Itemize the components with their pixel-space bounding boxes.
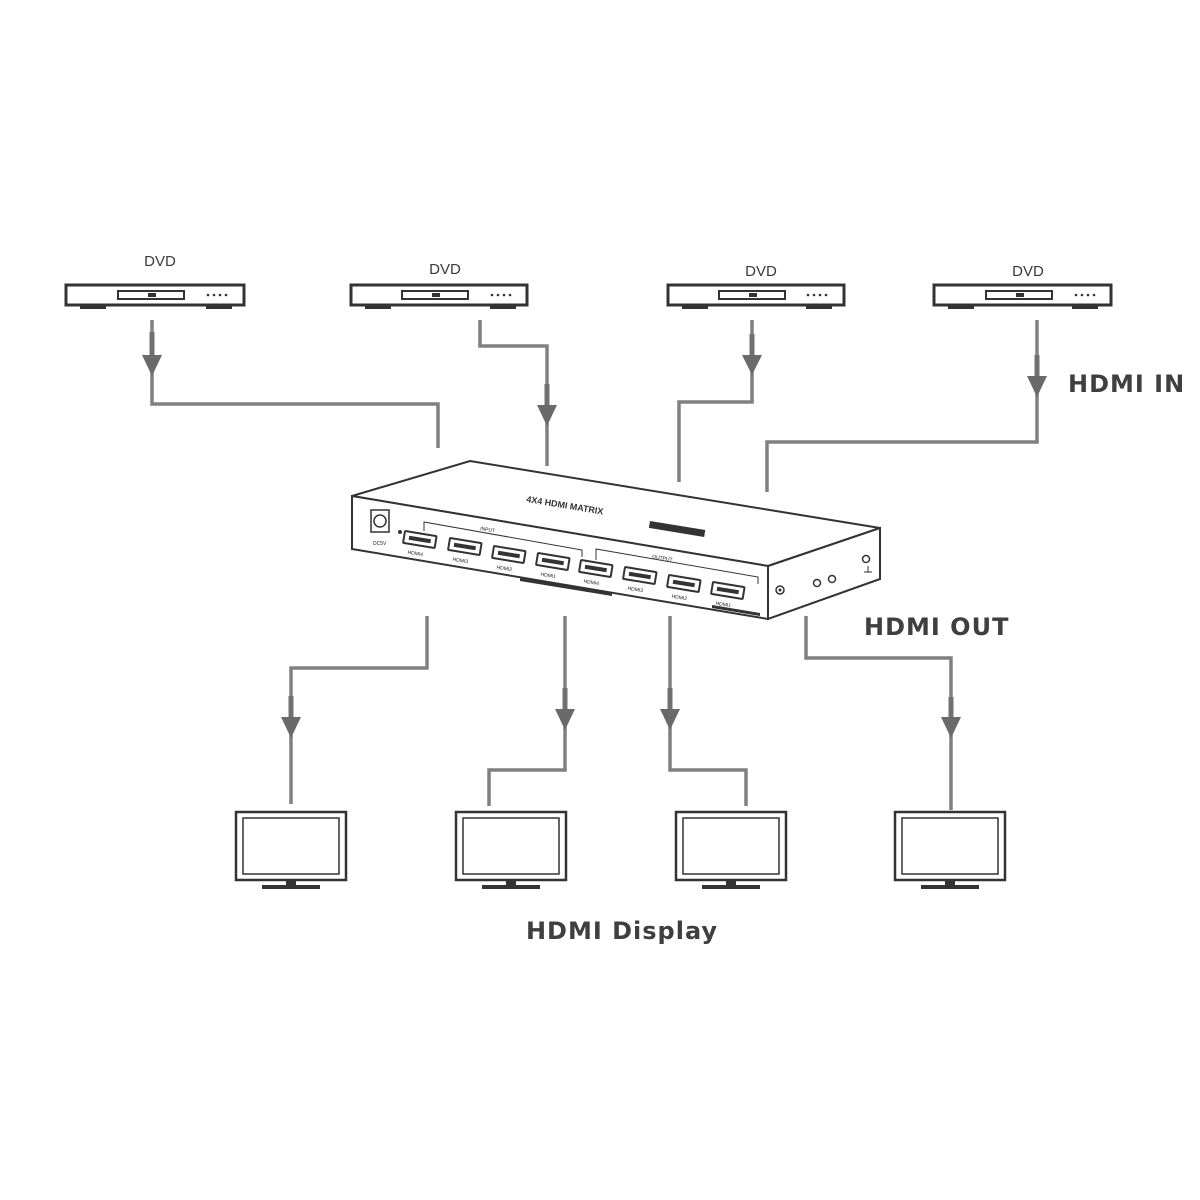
output-port-hdmi3: HDMI3 <box>622 566 658 594</box>
input-cable-4 <box>765 320 1039 492</box>
dvd-label-3: DVD <box>745 263 777 280</box>
dvd-player-3: DVD <box>666 263 846 309</box>
output-cable-3 <box>668 616 748 806</box>
hdmi-display-1 <box>234 810 348 889</box>
hdmi-matrix-device: 4X4 HDMI MATRIX DC5V INPUT OUTPUT HDMI4 … <box>351 459 881 621</box>
hdmi-in-label: HDMI IN <box>1068 370 1185 398</box>
hdmi-display-label: HDMI Display <box>526 917 718 945</box>
input-arrow-2 <box>537 384 557 426</box>
output-arrow-3 <box>660 688 680 730</box>
input-port-hdmi4: HDMI4 <box>402 530 438 558</box>
output-cable-1 <box>289 616 429 804</box>
input-arrow-4 <box>1027 355 1047 397</box>
dvd-player-2: DVD <box>349 261 529 309</box>
input-cable-1 <box>150 320 440 448</box>
dvd-label-1: DVD <box>144 253 176 270</box>
input-arrow-1 <box>142 332 162 376</box>
svg-text:HDMI4: HDMI4 <box>407 550 424 558</box>
svg-text:HDMI2: HDMI2 <box>496 565 513 573</box>
dvd-label-2: DVD <box>429 261 461 278</box>
hdmi-display-3 <box>674 810 788 889</box>
input-cable-3 <box>677 320 754 482</box>
output-arrow-4 <box>941 697 961 738</box>
dvd-player-4: DVD <box>932 263 1113 309</box>
output-cable-2 <box>487 616 567 806</box>
svg-text:HDMI3: HDMI3 <box>452 557 469 565</box>
svg-text:HDMI1: HDMI1 <box>715 601 732 609</box>
input-cable-2 <box>478 320 549 466</box>
output-port-hdmi1: HDMI1 <box>710 581 746 609</box>
input-arrow-3 <box>742 334 762 375</box>
svg-text:HDMI4: HDMI4 <box>583 579 600 587</box>
output-port-hdmi4: HDMI4 <box>578 559 614 587</box>
power-label: DC5V <box>373 541 387 547</box>
output-group-label: OUTPUT <box>652 554 673 563</box>
output-arrow-1 <box>281 696 301 738</box>
svg-text:HDMI1: HDMI1 <box>540 572 557 580</box>
input-group-label: INPUT <box>480 526 496 534</box>
hdmi-display-2 <box>454 810 568 889</box>
hdmi-out-label: HDMI OUT <box>864 613 1009 641</box>
svg-text:HDMI3: HDMI3 <box>627 586 644 594</box>
svg-text:HDMI2: HDMI2 <box>671 594 688 602</box>
dvd-label-4: DVD <box>1012 263 1044 280</box>
output-cable-4 <box>804 616 953 810</box>
output-port-hdmi2: HDMI2 <box>666 574 702 602</box>
input-port-hdmi3: HDMI3 <box>447 537 483 565</box>
dvd-player-1: DVD <box>64 253 246 309</box>
input-port-hdmi2: HDMI2 <box>491 545 527 573</box>
output-arrow-2 <box>555 688 575 730</box>
input-port-hdmi1: HDMI1 <box>535 552 571 580</box>
hdmi-display-4 <box>893 810 1007 889</box>
